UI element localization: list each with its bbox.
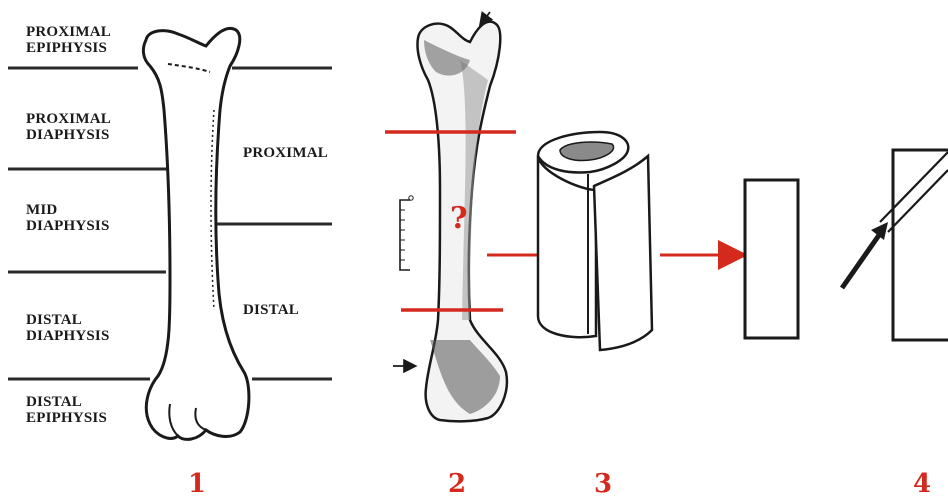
- panel-1-femur-diagram: PROXIMAL EPIPHYSIS PROXIMAL DIAPHYSIS MI…: [8, 24, 332, 499]
- panel-number-3: 3: [594, 469, 612, 499]
- label-distal-epiphysis: DISTAL EPIPHYSIS: [26, 394, 107, 426]
- label-distal: DISTAL: [243, 302, 299, 318]
- femur-outline: [143, 28, 249, 439]
- panel-number-1: 1: [188, 469, 206, 499]
- cylinder-split-piece: [594, 156, 652, 350]
- scale-bar-end: [409, 196, 413, 200]
- bone-section-rectangle: [745, 180, 798, 338]
- panel-number-4: 4: [913, 469, 931, 499]
- pointer-arrow-bold: [842, 228, 884, 288]
- label-proximal-epiphysis: PROXIMAL EPIPHYSIS: [26, 24, 114, 56]
- label-mid-diaphysis: MID DIAPHYSIS: [26, 202, 110, 234]
- question-mark: ?: [450, 201, 468, 236]
- panel-number-2: 2: [448, 469, 466, 499]
- panel-3-bone-segment: 3: [538, 132, 652, 499]
- label-distal-diaphysis: DISTAL DIAPHYSIS: [26, 312, 110, 344]
- label-proximal-diaphysis: PROXIMAL DIAPHYSIS: [26, 111, 114, 143]
- panel-4-oblique-section: 4: [842, 150, 948, 499]
- label-proximal: PROXIMAL: [243, 145, 328, 161]
